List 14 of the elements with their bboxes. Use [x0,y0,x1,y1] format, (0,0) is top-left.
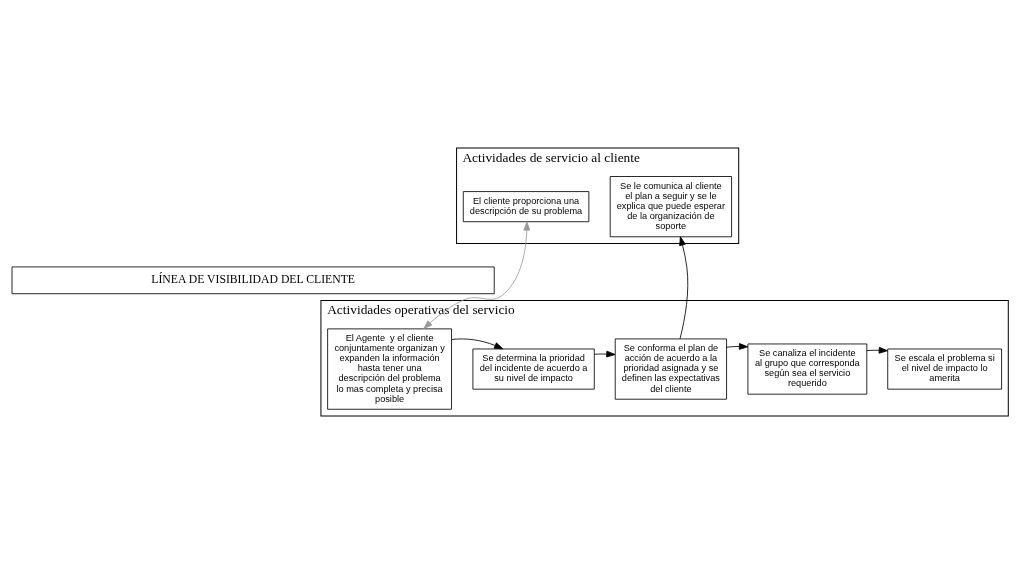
arrow [594,350,616,357]
node-box: Se escala el problema si el nivel de impacto lo amerita [887,348,1002,390]
node-box: El Agente y el cliente conjuntamente organizan y expanden la información hasta tener una descripción del problema lo mas completa y precisa posible [327,327,452,410]
node-box: Se canaliza el incidente al grupo que corresponda según sea el servicio requerido [747,343,868,395]
node-box: Se determina la prioridad del incidente de acuerdo a su nivel de impacto [472,348,595,390]
arrow [679,235,689,339]
arrow [451,338,504,349]
arrow [866,346,888,354]
node-box: El cliente proporciona una descripción de su problema [462,190,590,222]
arrow [423,220,531,329]
node-box: Se conforma el plan de acción de acuerdo a la prioridad asignada y se definen las expectativas del cliente [614,338,727,400]
node-box: Se le comunica al cliente el plan a seguir y se le explica que puede esperar de la organización de soporte [609,175,732,237]
node-box: LÍNEA DE VISIBILIDAD DEL CLIENTE [11,266,495,294]
arrow [726,342,749,350]
